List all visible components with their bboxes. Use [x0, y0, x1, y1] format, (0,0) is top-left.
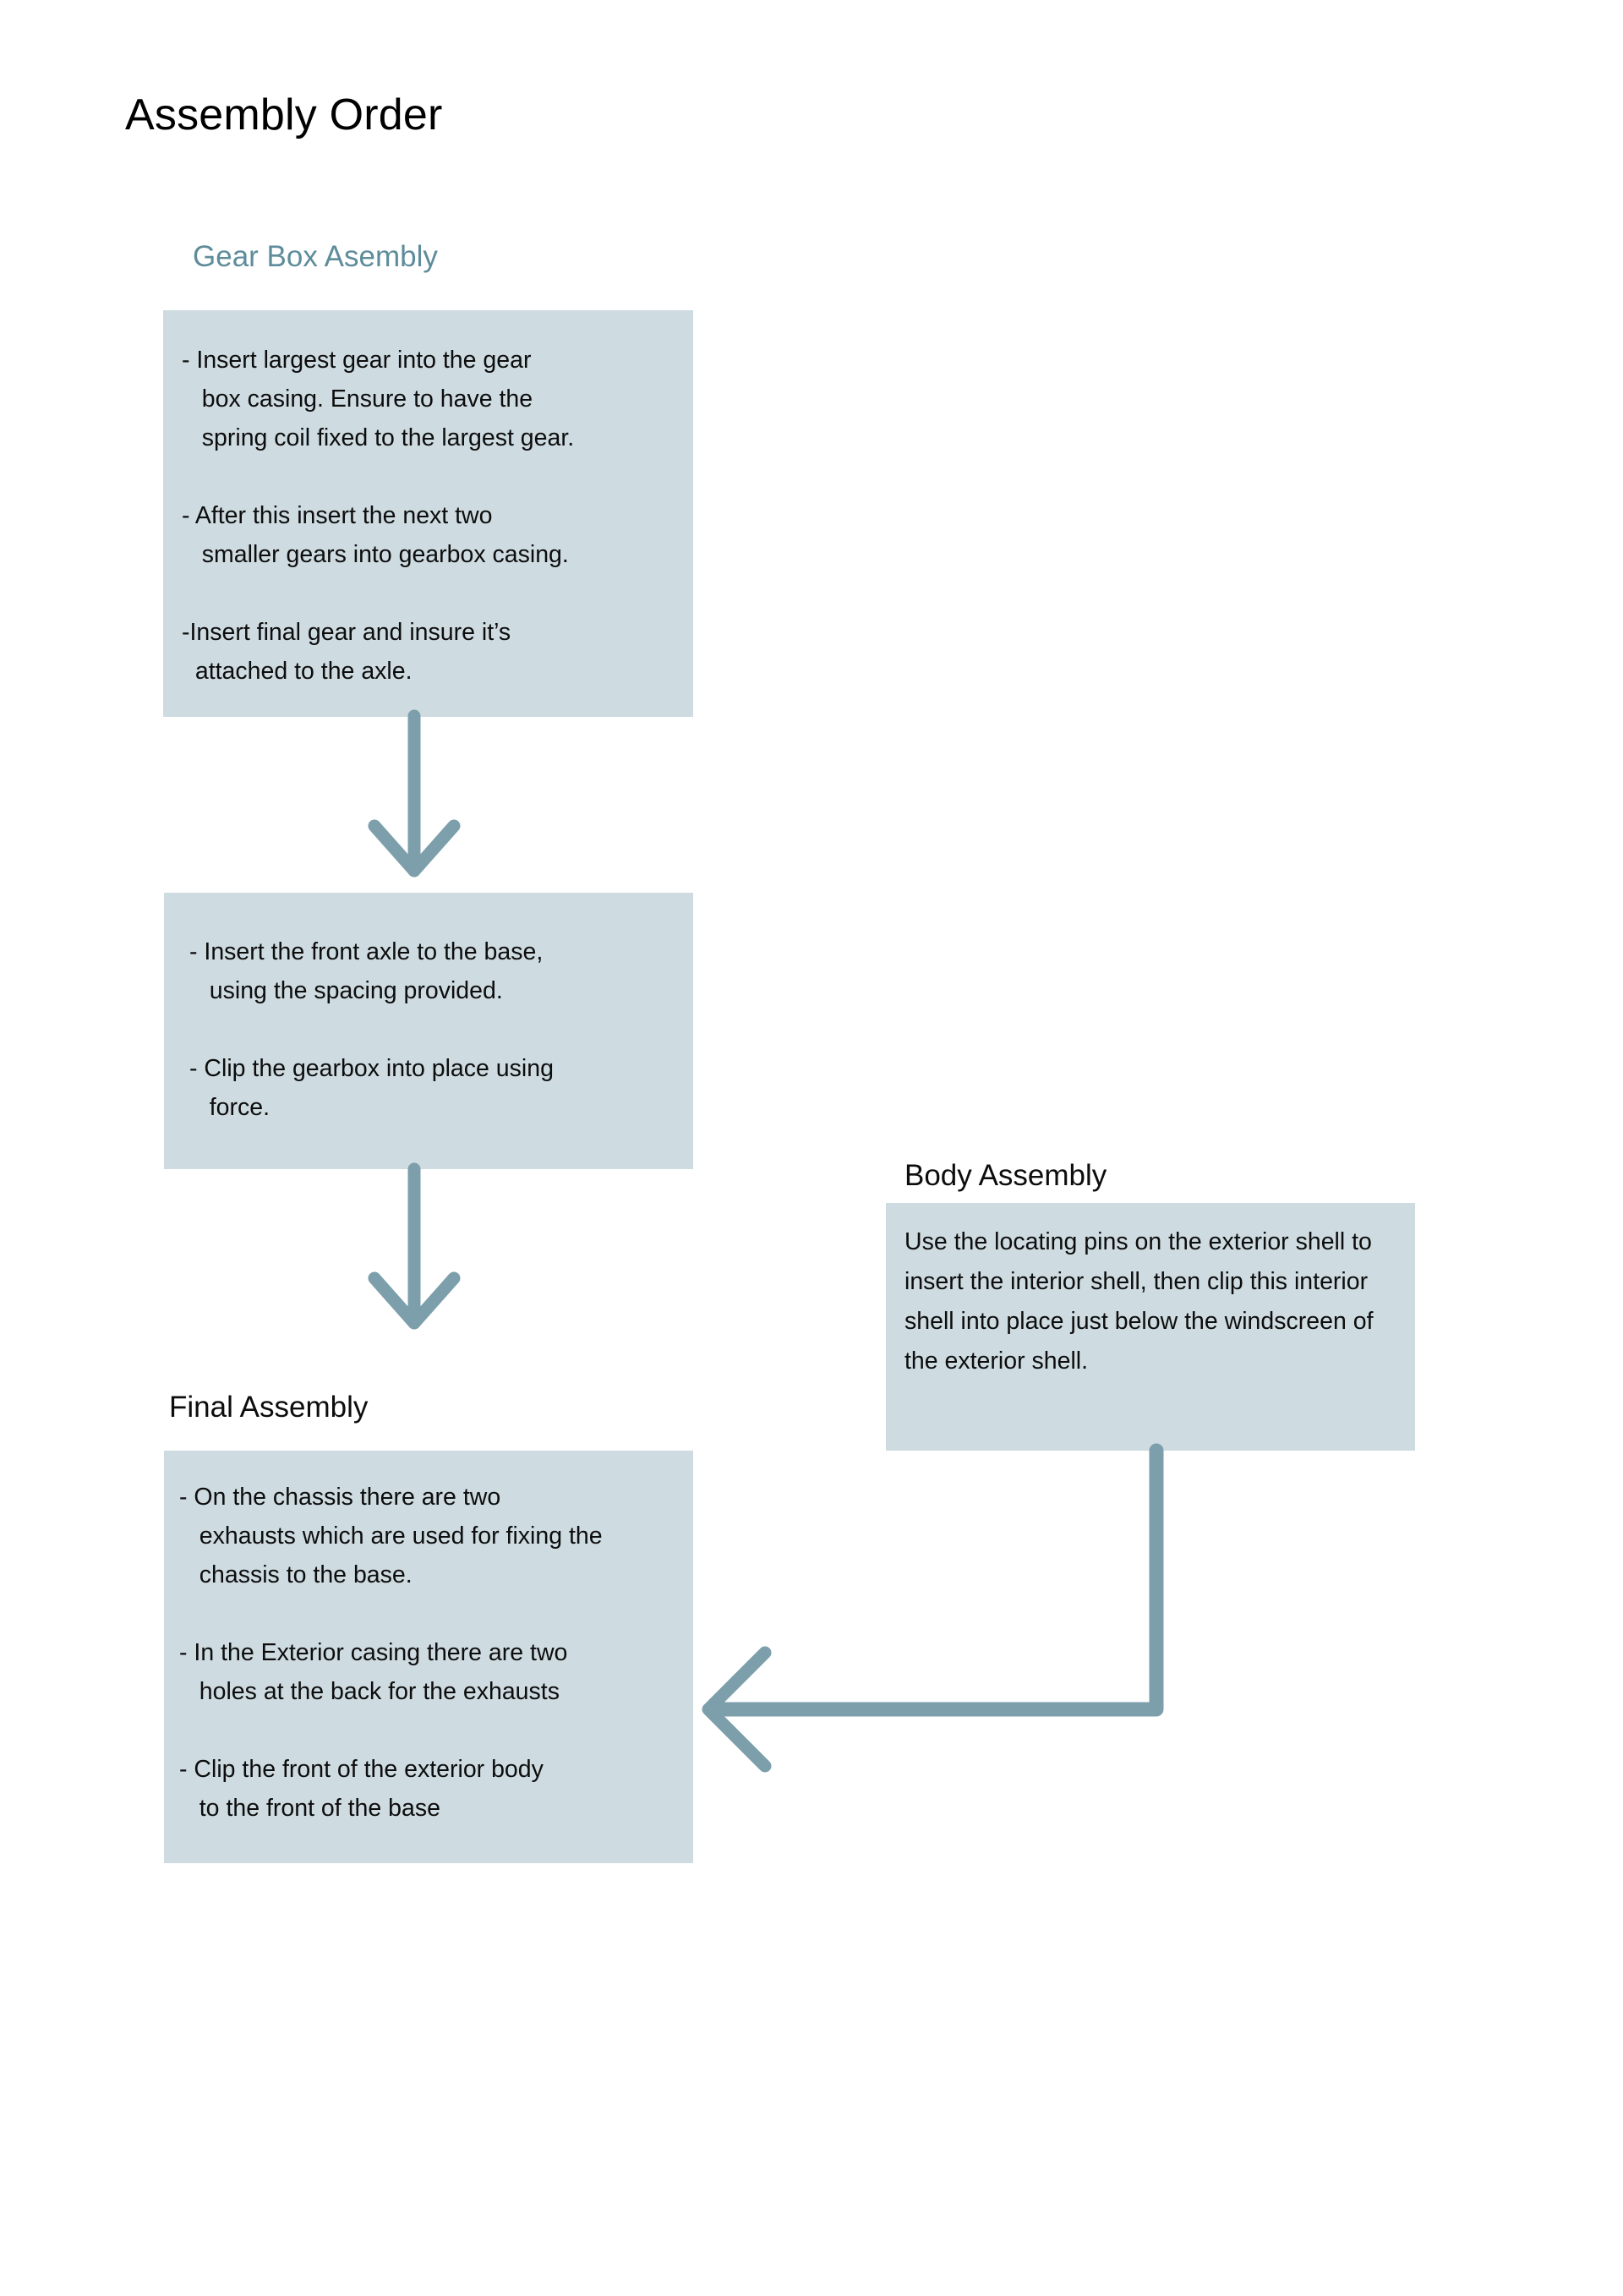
axle-steps-box: - Insert the front axle to the base, usi… — [164, 893, 693, 1169]
final-steps-text: - On the chassis there are two exhausts … — [179, 1484, 603, 1822]
section-heading-final-assembly: Final Assembly — [169, 1391, 369, 1424]
page-title: Assembly Order — [125, 90, 443, 139]
section-heading-body-assembly: Body Assembly — [904, 1159, 1107, 1192]
body-steps-box: Use the locating pins on the exterior sh… — [886, 1203, 1415, 1451]
section-heading-gear-box-assembly: Gear Box Asembly — [193, 240, 438, 273]
arrow-axle-to-final-icon — [368, 1162, 461, 1330]
arrow-gearbox-to-axle-icon — [368, 709, 461, 877]
final-steps-box: - On the chassis there are two exhausts … — [164, 1451, 693, 1863]
body-steps-text: Use the locating pins on the exterior sh… — [904, 1228, 1380, 1375]
gearbox-steps-box: - Insert largest gear into the gear box … — [163, 310, 693, 717]
arrow-body-to-final-icon — [702, 1443, 1164, 1773]
axle-steps-text: - Insert the front axle to the base, usi… — [189, 938, 554, 1121]
gearbox-steps-text: - Insert largest gear into the gear box … — [182, 347, 575, 685]
